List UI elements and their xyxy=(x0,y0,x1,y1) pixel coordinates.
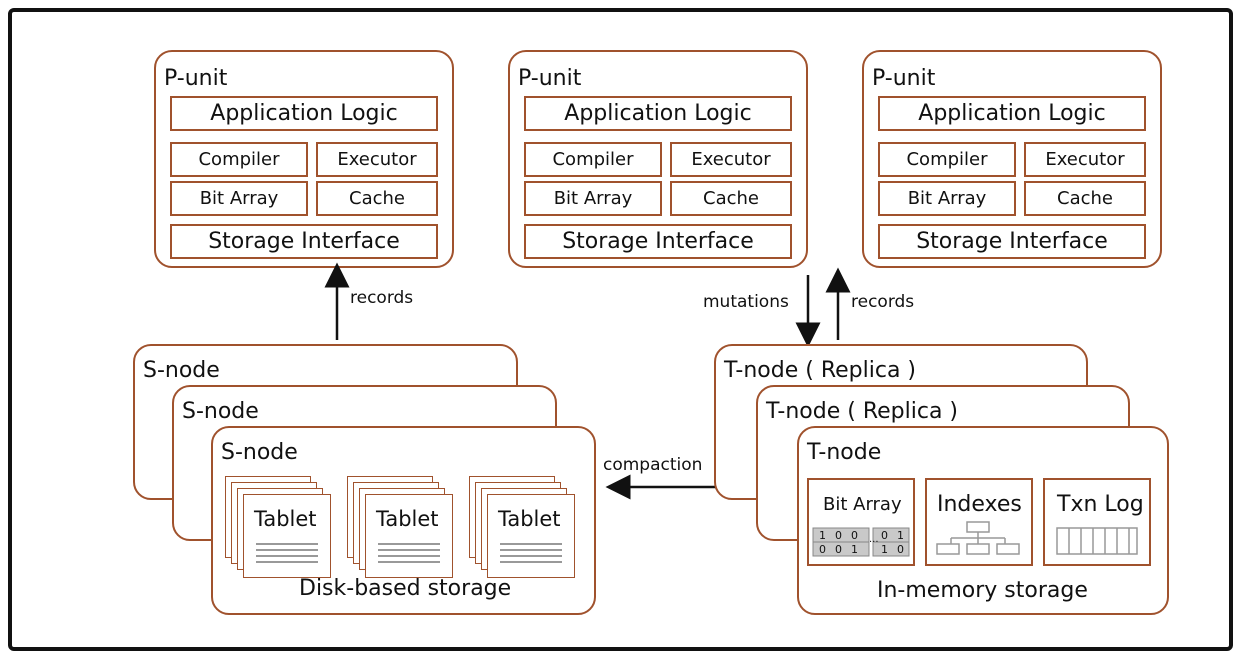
tablet-label: Tablet xyxy=(254,507,317,531)
application-logic: Application Logic xyxy=(170,96,438,131)
text-line xyxy=(256,561,318,563)
indexes-label: Indexes xyxy=(937,492,1022,517)
text-line xyxy=(378,549,440,551)
bit-ellipsis: ... xyxy=(869,534,879,545)
text-line xyxy=(378,561,440,563)
bit-array-icon xyxy=(812,527,910,557)
p-unit-2: P-unit Application Logic Compiler Execut… xyxy=(508,50,808,268)
application-logic: Application Logic xyxy=(878,96,1146,131)
compiler: Compiler xyxy=(524,142,662,177)
cache: Cache xyxy=(1024,181,1146,216)
t-node-title: T-node ( Replica ) xyxy=(766,399,959,424)
tablet-2: Tablet xyxy=(365,494,453,578)
executor: Executor xyxy=(316,142,438,177)
indexes-store: Indexes xyxy=(925,478,1033,566)
s-node-title: S-node xyxy=(221,440,298,465)
text-line xyxy=(256,549,318,551)
executor: Executor xyxy=(1024,142,1146,177)
text-line xyxy=(500,549,562,551)
s-node-title: S-node xyxy=(182,399,259,424)
storage-interface: Storage Interface xyxy=(170,224,438,259)
s-node-title: S-node xyxy=(143,358,220,383)
tablet-1: Tablet xyxy=(243,494,331,578)
bit-cell: 1 xyxy=(819,529,826,542)
bit-cell: 0 xyxy=(897,543,904,556)
log-icon xyxy=(1056,527,1138,555)
t-node-title: T-node ( Replica ) xyxy=(724,358,917,383)
compiler: Compiler xyxy=(878,142,1016,177)
bit-cell: 1 xyxy=(897,529,904,542)
bit-cell: 0 xyxy=(851,529,858,542)
text-line xyxy=(256,555,318,557)
p-unit-title: P-unit xyxy=(164,66,228,91)
disk-storage-label: Disk-based storage xyxy=(299,576,512,601)
bit-cell: 1 xyxy=(881,543,888,556)
t-node-title: T-node xyxy=(807,440,882,465)
text-line xyxy=(500,561,562,563)
s-node-front: S-node Tablet Tablet Tablet Disk-based s… xyxy=(211,426,596,615)
bit-cell: 0 xyxy=(835,543,842,556)
records-label-left: records xyxy=(350,288,414,308)
text-line xyxy=(378,543,440,545)
text-line xyxy=(500,555,562,557)
mutations-label: mutations xyxy=(703,292,789,312)
bit-cell: 0 xyxy=(819,543,826,556)
bit-cell: 0 xyxy=(835,529,842,542)
cache: Cache xyxy=(670,181,792,216)
text-line xyxy=(256,543,318,545)
tablet-label: Tablet xyxy=(498,507,561,531)
bit-array-store: Bit Array 1 0 0 0 1 0 0 1 1 0 ... xyxy=(807,478,915,566)
executor: Executor xyxy=(670,142,792,177)
text-line xyxy=(500,543,562,545)
tree-icon xyxy=(936,521,1020,555)
cache: Cache xyxy=(316,181,438,216)
compiler: Compiler xyxy=(170,142,308,177)
txn-log-label: Txn Log xyxy=(1057,492,1144,517)
p-unit-title: P-unit xyxy=(872,66,936,91)
bit-array: Bit Array xyxy=(170,181,308,216)
compaction-label: compaction xyxy=(603,455,703,475)
p-unit-3: P-unit Application Logic Compiler Execut… xyxy=(862,50,1162,268)
txn-log-store: Txn Log xyxy=(1043,478,1151,566)
storage-interface: Storage Interface xyxy=(524,224,792,259)
p-unit-title: P-unit xyxy=(518,66,582,91)
bit-array-label: Bit Array xyxy=(823,494,902,515)
memory-storage-label: In-memory storage xyxy=(877,578,1088,603)
storage-interface: Storage Interface xyxy=(878,224,1146,259)
p-unit-1: P-unit Application Logic Compiler Execut… xyxy=(154,50,454,268)
bit-array: Bit Array xyxy=(524,181,662,216)
records-label-right: records xyxy=(851,292,915,312)
tablet-label: Tablet xyxy=(376,507,439,531)
bit-cell: 1 xyxy=(851,543,858,556)
t-node-primary: T-node Bit Array 1 0 0 0 1 0 0 1 1 0 ...… xyxy=(797,426,1169,615)
bit-array: Bit Array xyxy=(878,181,1016,216)
bit-cell: 0 xyxy=(881,529,888,542)
text-line xyxy=(378,555,440,557)
tablet-3: Tablet xyxy=(487,494,575,578)
application-logic: Application Logic xyxy=(524,96,792,131)
